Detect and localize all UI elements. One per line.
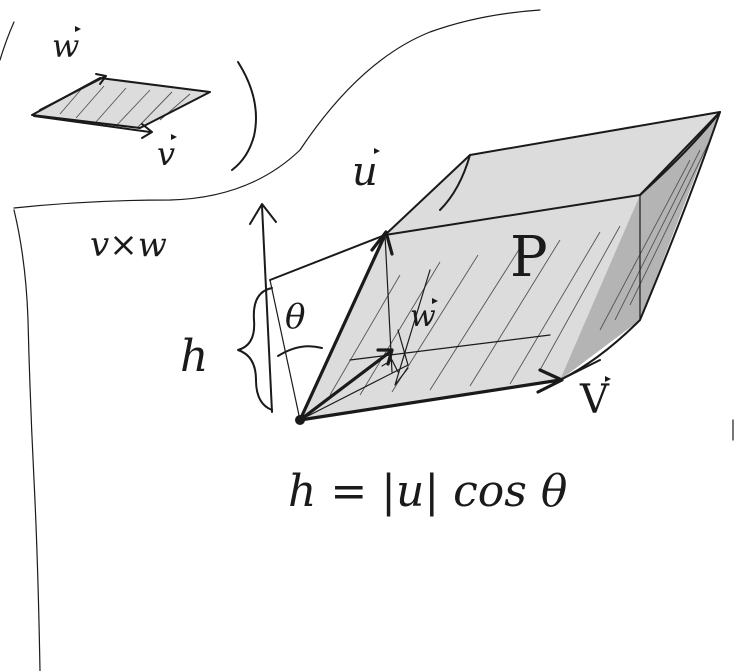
- vector-w-arrow: [298, 348, 394, 422]
- label-P: P: [510, 225, 548, 290]
- cross-product-arrow: [249, 203, 277, 413]
- label-h: h: [180, 331, 209, 382]
- label-u: u: [352, 148, 380, 195]
- projection-line: [299, 234, 431, 421]
- vector-v-arrow: [298, 368, 564, 422]
- small-v-arrow: [33, 115, 153, 139]
- wavy-divider: [13, 9, 541, 209]
- label-v: V: [580, 376, 611, 423]
- left-edge-line: [13, 209, 41, 671]
- label-w-small: w: [52, 26, 82, 65]
- label-w-inner: w: [410, 298, 438, 334]
- stray-curve-topleft: [0, 21, 15, 61]
- parallelepiped: [269, 111, 721, 421]
- vector-u-arrow: [298, 230, 394, 422]
- formula-height: h = |u| cos θ: [288, 466, 568, 517]
- origin-point: [295, 415, 305, 425]
- closing-bracket: [231, 61, 257, 171]
- label-cross-product: v×w: [90, 225, 167, 265]
- small-w-arrow: [39, 73, 107, 111]
- label-v-small: v: [157, 134, 178, 173]
- theta-arc: [277, 345, 323, 357]
- small-parallelogram: [31, 73, 211, 139]
- label-theta: θ: [285, 297, 306, 337]
- height-brace: [237, 287, 273, 411]
- right-angle-mark: [381, 359, 399, 373]
